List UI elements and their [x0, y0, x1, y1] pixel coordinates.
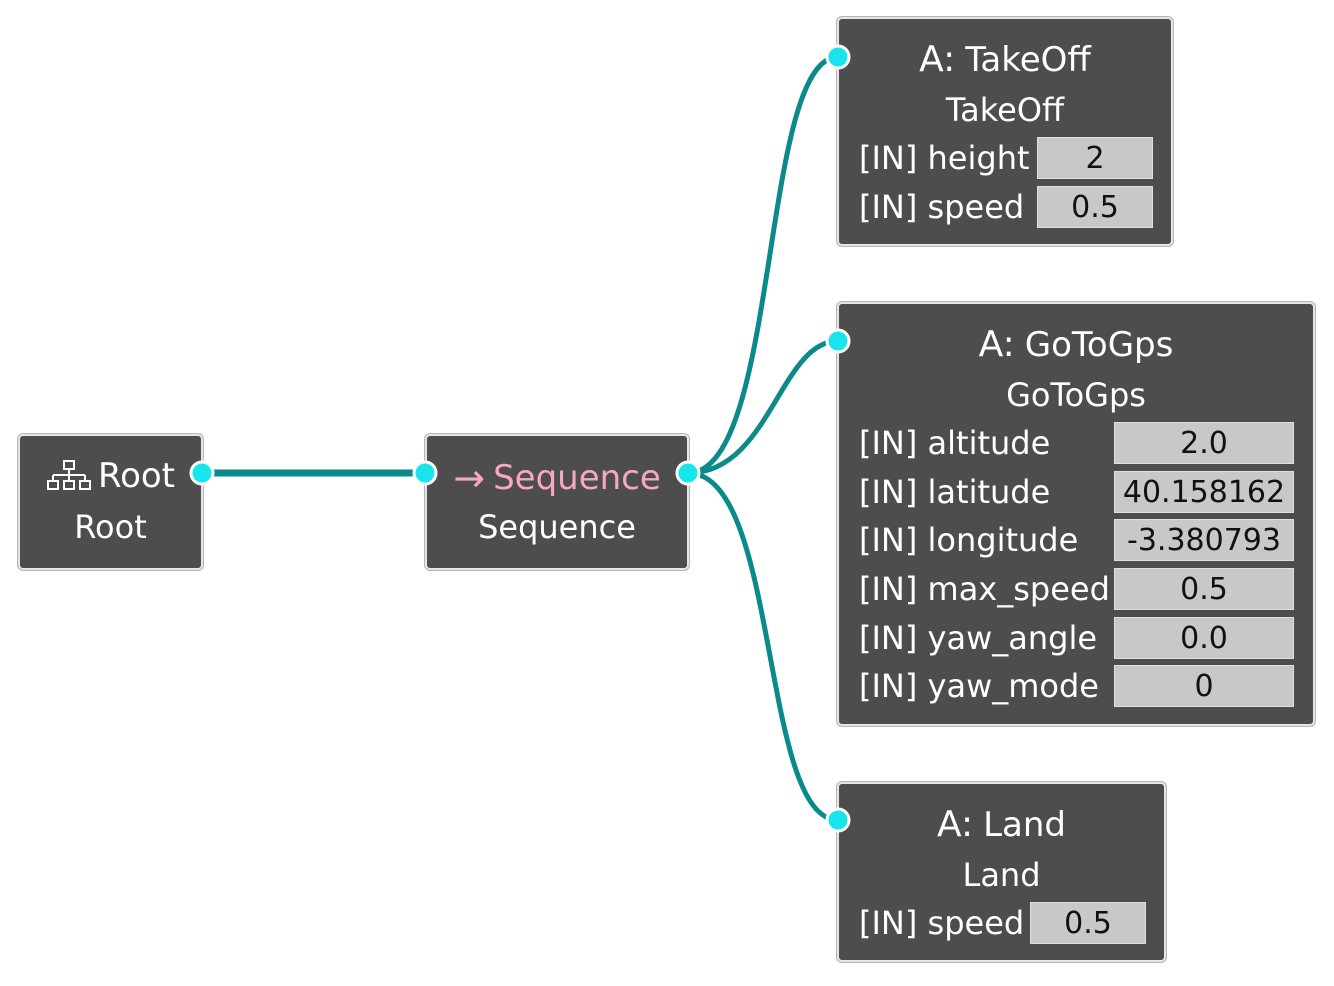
port-label: [IN] speed — [859, 188, 1025, 226]
sequence-title: Sequence — [493, 458, 661, 498]
port-label: [IN] yaw_mode — [859, 667, 1099, 705]
takeoff-subtitle: TakeOff — [945, 91, 1065, 129]
port-value-max-speed[interactable]: 0.5 — [1114, 568, 1294, 610]
sequence-node[interactable]: → Sequence Sequence — [425, 434, 689, 570]
port-label: [IN] longitude — [859, 521, 1079, 559]
tree-icon — [46, 460, 91, 490]
takeoff-title: TakeOff — [965, 39, 1091, 80]
gotogps-subtitle: GoToGps — [1006, 376, 1146, 414]
root-subtitle: Root — [74, 508, 147, 546]
takeoff-node[interactable]: A: TakeOff TakeOff [IN] height 2 [IN] sp… — [837, 17, 1173, 246]
port-label: [IN] max_speed — [859, 570, 1110, 608]
gotogps-node[interactable]: A: GoToGps GoToGps [IN] altitude 2.0 [IN… — [837, 302, 1315, 726]
port-value-yaw-angle[interactable]: 0.0 — [1114, 617, 1294, 659]
action-badge: A: — [936, 804, 974, 845]
port-value-height[interactable]: 2 — [1037, 137, 1153, 179]
land-title: Land — [983, 804, 1067, 845]
root-node[interactable]: Root Root — [18, 434, 203, 570]
port-label: [IN] yaw_angle — [859, 619, 1098, 657]
land-subtitle: Land — [962, 856, 1041, 894]
port-label: [IN] height — [859, 139, 1030, 177]
land-node[interactable]: A: Land Land [IN] speed 0.5 — [837, 782, 1166, 962]
port-value-yaw-mode[interactable]: 0 — [1114, 665, 1294, 707]
edge-sequence-takeoff — [687, 54, 839, 476]
action-badge: A: — [978, 324, 1015, 365]
port-value-speed[interactable]: 0.5 — [1030, 902, 1146, 944]
port-label: [IN] speed — [859, 904, 1025, 942]
arrow-right-icon: → — [453, 456, 486, 500]
port-value-longitude[interactable]: -3.380793 — [1114, 519, 1294, 561]
port-label: [IN] latitude — [859, 473, 1051, 511]
port-value-altitude[interactable]: 2.0 — [1114, 422, 1294, 464]
port-label: [IN] altitude — [859, 424, 1051, 462]
port-value-latitude[interactable]: 40.158162 — [1114, 471, 1294, 513]
sequence-subtitle: Sequence — [478, 508, 636, 546]
edge-sequence-gotogps — [687, 338, 839, 476]
action-badge: A: — [919, 39, 956, 80]
edge-sequence-land — [687, 470, 839, 823]
port-value-speed[interactable]: 0.5 — [1037, 186, 1153, 228]
gotogps-title: GoToGps — [1024, 324, 1174, 365]
root-title: Root — [97, 456, 176, 496]
